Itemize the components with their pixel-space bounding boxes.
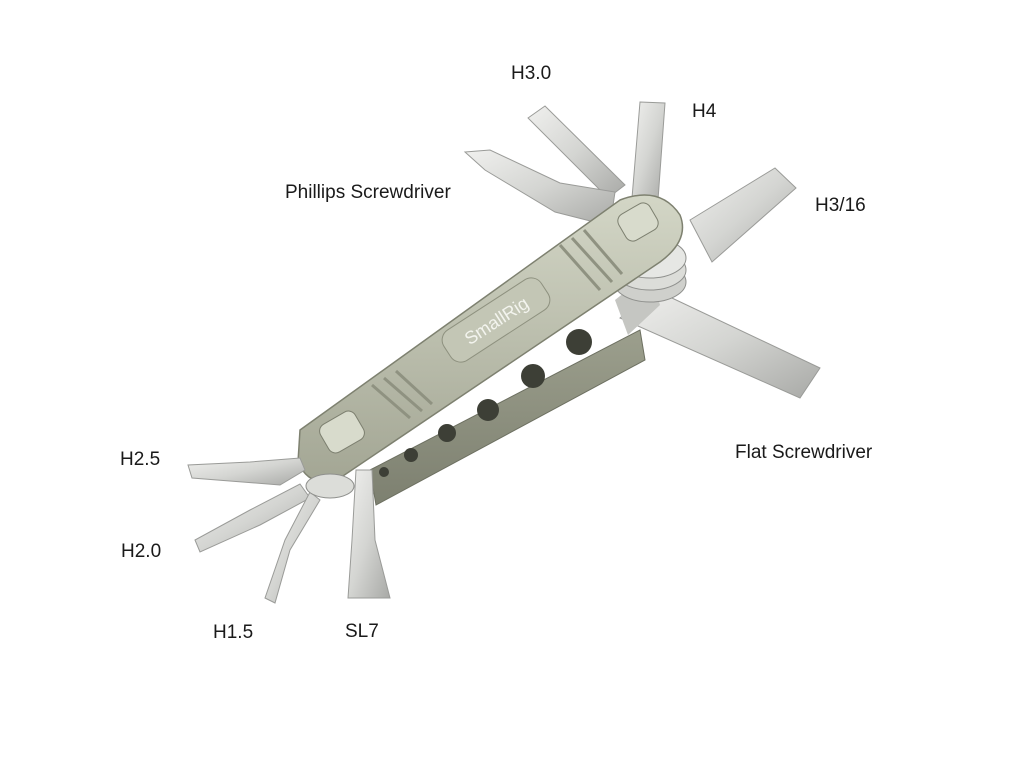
pivot-washers-bottom xyxy=(305,473,355,499)
h4-hex-key xyxy=(631,101,666,201)
h2-5-hex-key xyxy=(187,457,306,486)
label-h4: H4 xyxy=(692,101,717,122)
h1-5-hex-key xyxy=(264,491,321,604)
label-h3-16: H3/16 xyxy=(815,195,866,216)
label-sl7: SL7 xyxy=(345,621,379,642)
label-h1-5: H1.5 xyxy=(213,622,254,643)
sl7-flat-bit xyxy=(347,469,391,599)
label-flat-screwdriver: Flat Screwdriver xyxy=(735,442,873,463)
h3-0-hex-key xyxy=(527,105,626,199)
label-h2-0: H2.0 xyxy=(121,541,162,562)
label-h3-0: H3.0 xyxy=(511,63,552,84)
label-h2-5: H2.5 xyxy=(120,449,161,470)
tool-body: SmallRig xyxy=(297,194,684,483)
label-phillips-screwdriver: Phillips Screwdriver xyxy=(285,182,451,203)
side-plate xyxy=(369,329,646,506)
h3-16-hex-key xyxy=(689,167,797,263)
